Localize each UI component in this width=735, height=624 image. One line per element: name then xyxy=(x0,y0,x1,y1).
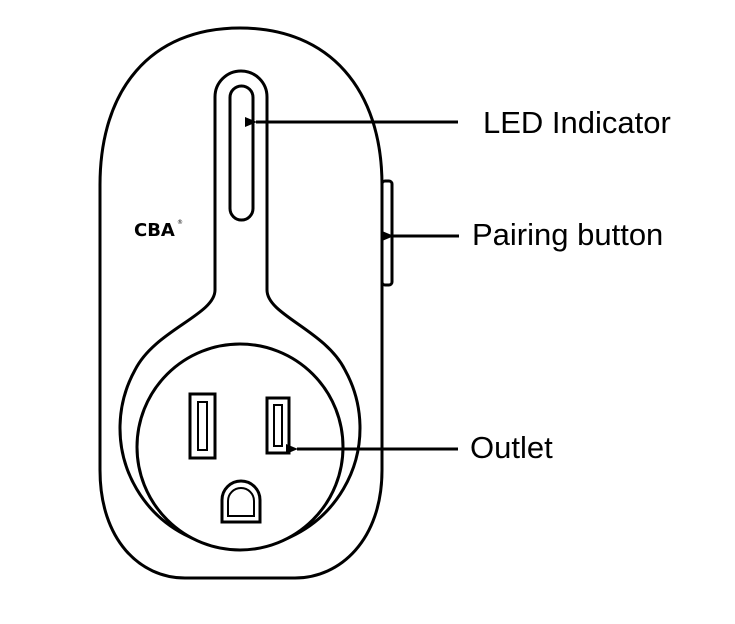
outlet-label: Outlet xyxy=(470,430,553,465)
outlet-slot-hot xyxy=(265,396,291,455)
pairing-button-label: Pairing button xyxy=(472,217,663,252)
outlet-ground-hole-inner xyxy=(227,487,255,517)
brand-logo: CBA xyxy=(134,220,175,241)
brand-registered-mark: ® xyxy=(177,219,183,226)
outlet-slot-neutral xyxy=(188,392,217,460)
led-indicator-label: LED Indicator xyxy=(483,105,671,140)
pairing-button[interactable] xyxy=(380,179,394,287)
led-indicator xyxy=(228,84,255,222)
